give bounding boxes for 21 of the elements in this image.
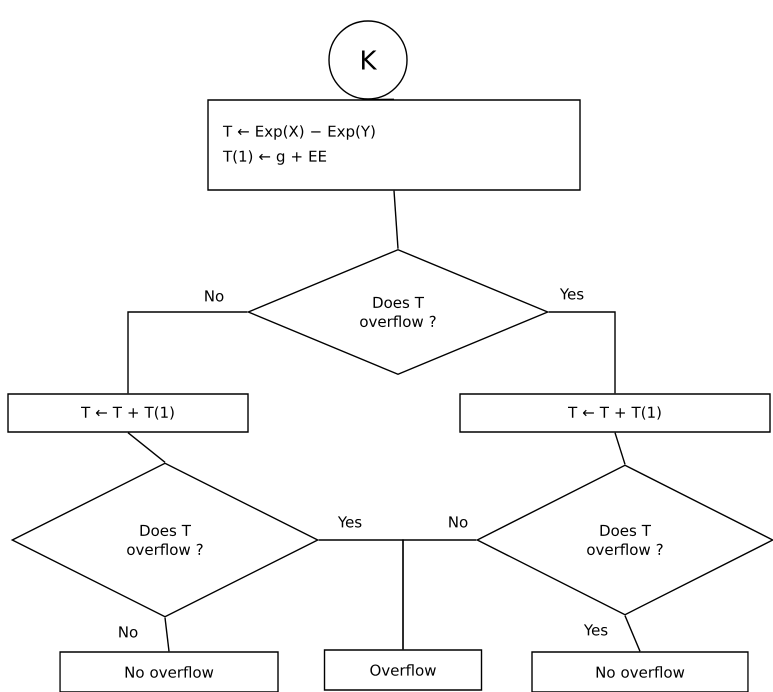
connector-line	[614, 432, 626, 464]
process-box: T ← T + T(1)	[7, 393, 249, 433]
connector-line	[548, 311, 616, 394]
connector-line	[128, 432, 166, 463]
edge-label: No	[202, 289, 226, 303]
edge-label: Yes	[582, 623, 610, 637]
process-box: T ← T + T(1)	[459, 393, 771, 433]
edge-label: Yes	[558, 287, 586, 301]
connector-line	[368, 98, 394, 100]
edge-label: Yes	[336, 515, 364, 529]
connector-line	[402, 539, 476, 650]
process-box: Overflow	[324, 649, 482, 691]
edge-label: No	[116, 625, 140, 639]
process-box: No overflow	[531, 651, 749, 692]
connector-line	[127, 311, 248, 394]
connector-line	[624, 615, 641, 652]
process-box: T ← Exp(X) − Exp(Y) T(1) ← g + EE	[207, 99, 581, 191]
connector-line	[393, 190, 399, 249]
process-box: No overflow	[59, 651, 279, 692]
connector-line	[164, 618, 170, 652]
edge-label: No	[446, 515, 470, 529]
